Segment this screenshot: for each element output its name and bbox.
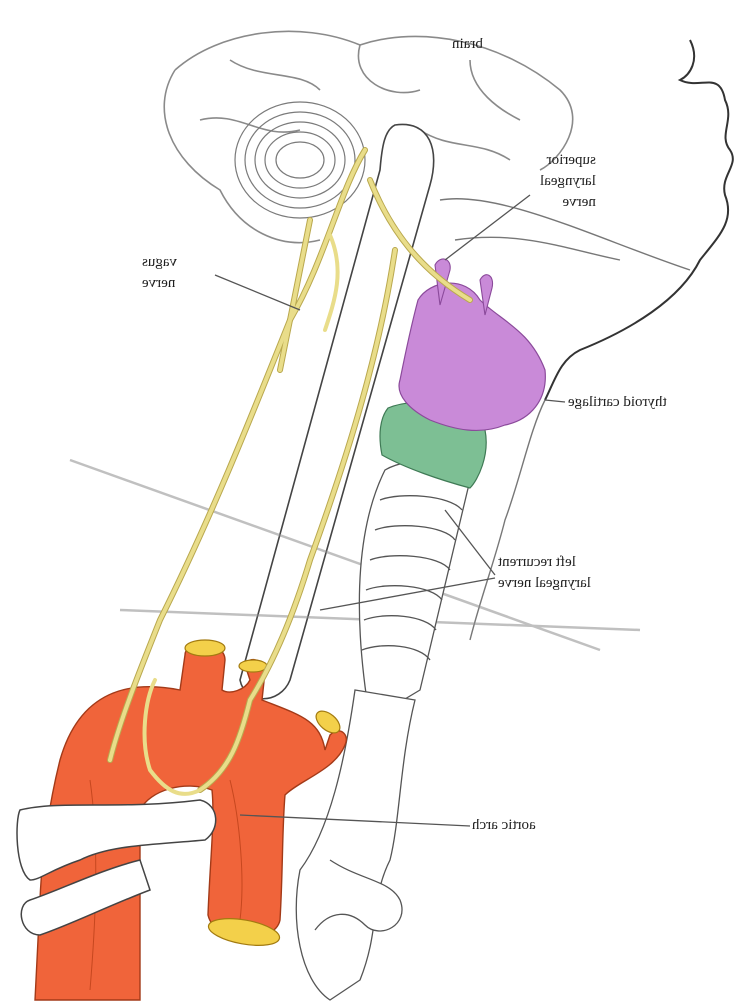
label-line: laryngeal — [540, 171, 596, 192]
label-line: laryngeal nerve — [498, 573, 591, 594]
label-aortic-arch: aortic arch — [472, 815, 536, 836]
face-profile — [545, 40, 733, 400]
label-thyroid-cartilage: thyroid cartilage — [568, 392, 667, 413]
label-brain: brain — [452, 34, 483, 55]
leader-vagus — [215, 275, 300, 310]
cerebellum — [235, 102, 365, 218]
label-line: left recurrent — [498, 552, 591, 573]
label-line: superior — [540, 150, 596, 171]
label-line: nerve — [540, 192, 596, 213]
label-vagus-nerve: vagus nerve — [142, 252, 177, 294]
label-left-recurrent-laryngeal-nerve: left recurrent laryngeal nerve — [498, 552, 591, 594]
label-superior-laryngeal-nerve: superior laryngeal nerve — [540, 150, 596, 213]
leader-thyroid — [545, 400, 565, 402]
trachea — [359, 461, 470, 720]
thyroid-cartilage — [399, 283, 545, 430]
leader-superior-laryngeal — [445, 195, 530, 260]
label-line: nerve — [142, 273, 177, 294]
label-line: vagus — [142, 252, 177, 273]
